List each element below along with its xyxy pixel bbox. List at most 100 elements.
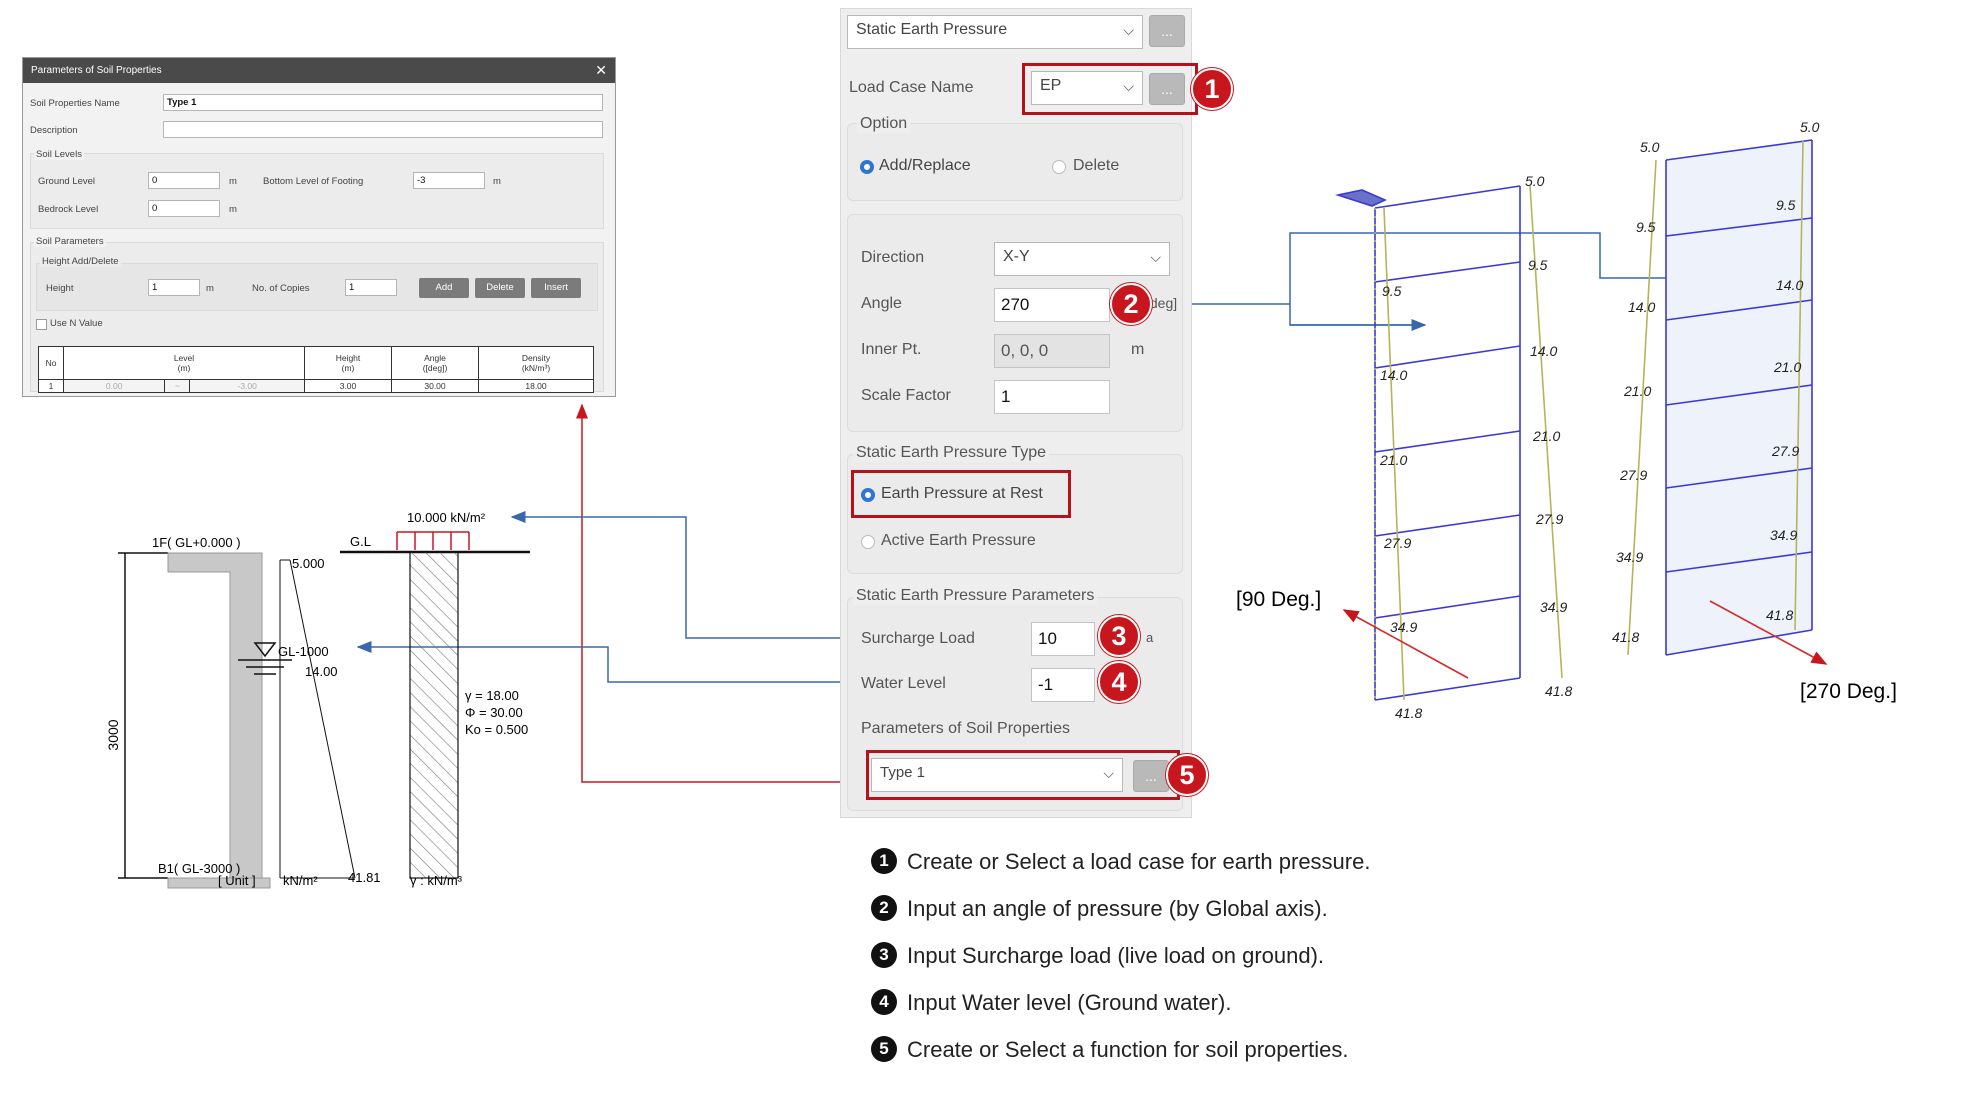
- note-text: Input an angle of pressure (by Global ax…: [907, 896, 1328, 921]
- model-value-label: 9.5: [1636, 219, 1656, 235]
- add-replace-radio[interactable]: [860, 160, 874, 174]
- scale-factor-input[interactable]: 1: [994, 380, 1110, 414]
- unit-text: [ Unit ]: [218, 873, 256, 888]
- gamma-unit-text: γ : kN/m³: [410, 873, 463, 888]
- highlight-soil-props: [866, 750, 1180, 800]
- load-case-select[interactable]: EP ⌵: [1031, 71, 1143, 105]
- angle-unit: [deg]: [1146, 295, 1178, 311]
- option-group: [847, 123, 1183, 201]
- table-cell: ~: [164, 379, 191, 393]
- bottom-level-input[interactable]: -3: [413, 172, 485, 189]
- model-value-label: 27.9: [1535, 511, 1563, 527]
- note-text: Input Water level (Ground water).: [907, 990, 1232, 1015]
- inner-pt-unit: m: [1131, 341, 1145, 358]
- delete-row-button[interactable]: Delete: [475, 278, 525, 298]
- top-level-text: 1F( GL+0.000 ): [152, 535, 241, 550]
- surcharge-unit: a: [1146, 630, 1154, 645]
- angle-270-label: [270 Deg.]: [1800, 680, 1897, 703]
- table-cell: 1: [38, 379, 64, 393]
- close-icon[interactable]: ✕: [595, 62, 607, 78]
- dialog-titlebar: Parameters of Soil Properties ✕: [23, 58, 615, 83]
- inner-pt-input[interactable]: 0, 0, 0: [994, 334, 1110, 368]
- active-radio[interactable]: [861, 535, 875, 549]
- unit-kn-text: kN/m²: [283, 873, 318, 888]
- height-add-delete-label: Height Add/Delete: [40, 256, 121, 267]
- add-button[interactable]: Add: [419, 278, 469, 298]
- load-case-value: EP: [1040, 77, 1062, 94]
- model-value-label: 5.0: [1525, 173, 1545, 189]
- model-value-label: 34.9: [1616, 549, 1643, 565]
- load-type-value: Static Earth Pressure: [856, 21, 1008, 38]
- soil-levels-label: Soil Levels: [34, 149, 84, 160]
- model-value-label: 21.0: [1532, 428, 1560, 444]
- soil-name-label: Soil Properties Name: [30, 98, 120, 109]
- model-value-label: 5.0: [1640, 139, 1660, 155]
- model-value-label: 41.8: [1766, 607, 1793, 623]
- load-type-select[interactable]: Static Earth Pressure ⌵: [847, 15, 1143, 49]
- model-value-label: 5.0: [1800, 119, 1820, 135]
- column-header: No: [38, 346, 64, 380]
- soil-props-value: Type 1: [880, 764, 926, 781]
- angle-input[interactable]: 270: [994, 288, 1110, 322]
- height-unit: m: [206, 283, 214, 294]
- soil-name-input[interactable]: Type 1: [163, 94, 603, 111]
- ground-level-unit: m: [229, 176, 237, 187]
- direction-label: Direction: [861, 249, 925, 266]
- bottom-level-unit: m: [493, 176, 501, 187]
- pressure-params-label: Static Earth Pressure Parameters: [853, 587, 1098, 605]
- dialog-title: Parameters of Soil Properties: [31, 65, 162, 76]
- model-value-label: 21.0: [1379, 452, 1407, 468]
- delete-radio[interactable]: [1052, 160, 1066, 174]
- water-level-input[interactable]: -1: [1031, 668, 1095, 702]
- table-cell: 0.00: [62, 379, 166, 393]
- at-rest-radio[interactable]: [861, 488, 875, 502]
- angle-label: Angle: [861, 295, 902, 312]
- table-cell[interactable]: 18.00: [478, 379, 594, 393]
- insert-button[interactable]: Insert: [531, 278, 581, 298]
- soil-levels-group: [30, 153, 604, 229]
- step-badge-4: 4: [1098, 661, 1140, 703]
- direction-arrow-90: [1342, 609, 1469, 679]
- load-type-more-button[interactable]: ...: [1149, 15, 1185, 47]
- soil-props-select[interactable]: Type 1 ⌵: [871, 758, 1123, 792]
- description-input[interactable]: [163, 121, 603, 138]
- load-case-label: Load Case Name: [849, 79, 974, 96]
- table-row[interactable]: 1 0.00 ~ -3.00 3.00 30.00 18.00: [38, 379, 594, 393]
- bottom-level-label: Bottom Level of Footing: [263, 176, 364, 187]
- height-label: Height: [46, 283, 74, 294]
- copies-stepper[interactable]: 1: [345, 279, 397, 296]
- description-label: Description: [30, 125, 78, 136]
- height-input[interactable]: 1: [148, 279, 200, 296]
- note-number: 4: [871, 989, 897, 1016]
- wall-section-drawing: [118, 531, 530, 889]
- chevron-down-icon: ⌵: [1103, 765, 1114, 781]
- model-value-label: 27.9: [1771, 443, 1799, 459]
- pressure-type-group: [847, 454, 1183, 574]
- model-value-label: 21.0: [1623, 383, 1651, 399]
- model-value-label: 27.9: [1619, 467, 1647, 483]
- use-n-checkbox[interactable]: [36, 319, 47, 330]
- model-value-label: 14.0: [1776, 277, 1803, 293]
- surcharge-input[interactable]: 10: [1031, 622, 1095, 656]
- scale-factor-label: Scale Factor: [861, 387, 951, 404]
- column-header: Angle ([deg]): [391, 346, 479, 380]
- note-text: Create or Select a function for soil pro…: [907, 1037, 1349, 1062]
- ground-level-input[interactable]: 0: [148, 172, 220, 189]
- chevron-down-icon: ⌵: [1150, 249, 1161, 265]
- column-header: Level (m): [63, 346, 305, 380]
- angle-90-label: [90 Deg.]: [1236, 588, 1321, 611]
- soil-table: No Level (m) Height (m) Angle ([deg]) De…: [38, 346, 594, 393]
- soil-props-more-button[interactable]: ...: [1133, 760, 1169, 792]
- ko-text: Ko = 0.500: [465, 722, 528, 737]
- load-case-more-button[interactable]: ...: [1149, 73, 1185, 105]
- gamma-text: γ = 18.00: [465, 688, 519, 703]
- table-cell[interactable]: 30.00: [391, 379, 479, 393]
- direction-select[interactable]: X-Y ⌵: [994, 242, 1170, 276]
- model-value-label: 9.5: [1382, 283, 1402, 299]
- highlight-at-rest: [851, 470, 1071, 518]
- note-number: 1: [871, 848, 897, 875]
- bedrock-input[interactable]: 0: [148, 200, 220, 217]
